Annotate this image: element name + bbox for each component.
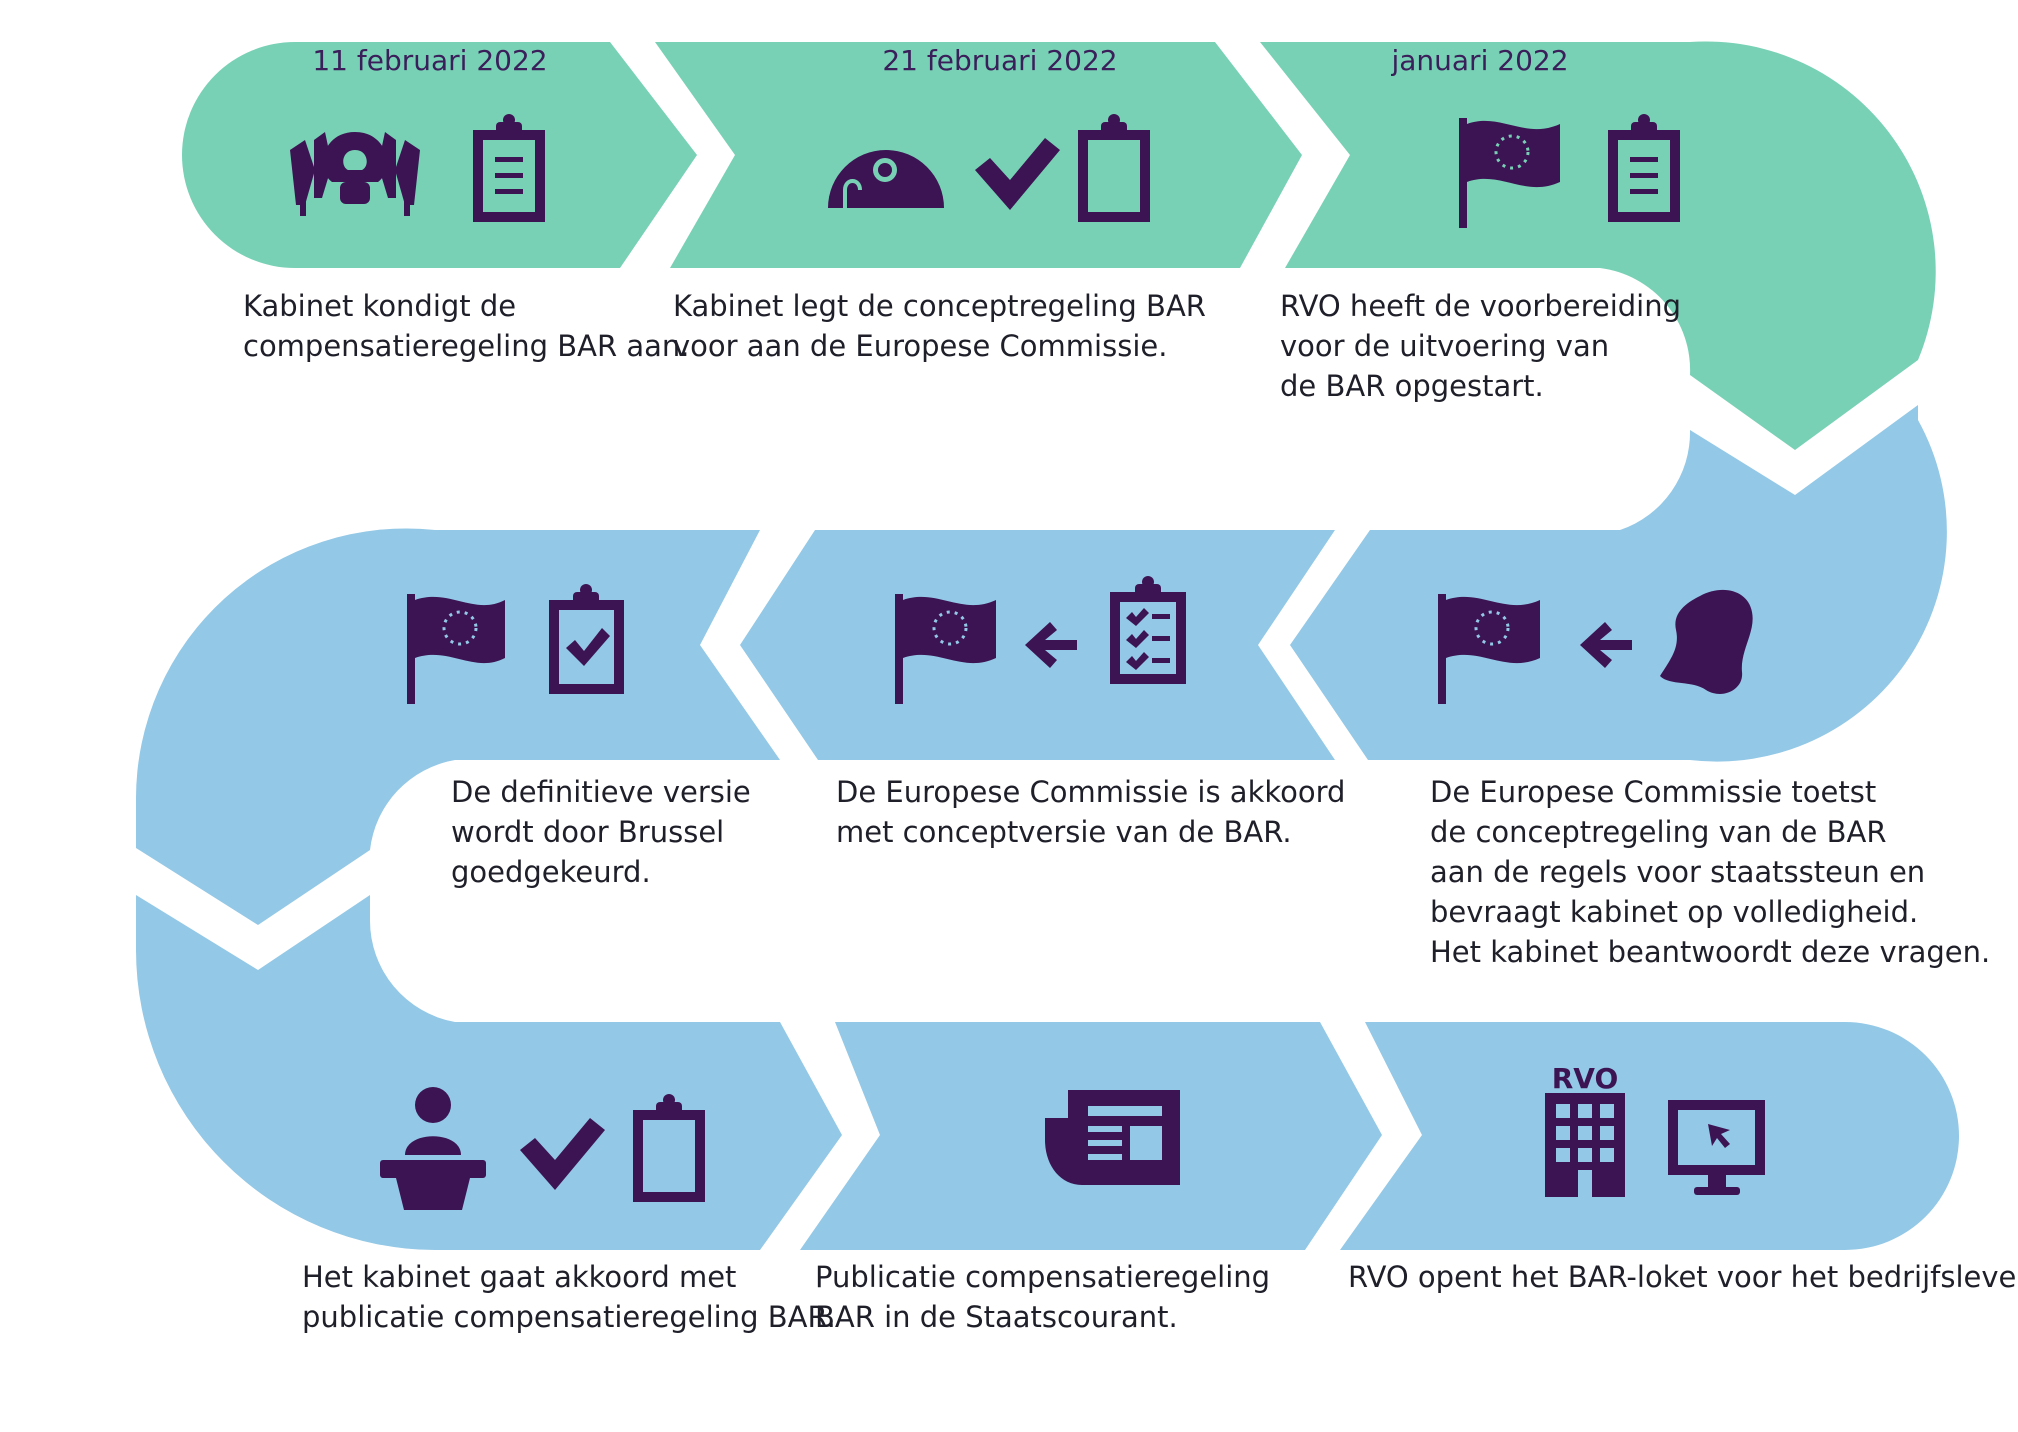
- caption-line: BAR in de Staatscourant.: [815, 1300, 1178, 1334]
- step-6-caption: De definitieve versie wordt door Brussel…: [451, 772, 751, 892]
- caption-line: Het kabinet beantwoordt deze vragen.: [1430, 935, 1991, 969]
- caption-line: De Europese Commissie toetst: [1430, 775, 1877, 809]
- caption-line: Publicatie compensatieregeling: [815, 1260, 1271, 1294]
- step-7-segment: [136, 895, 842, 1250]
- caption-line: aan de regels voor staatssteun en: [1430, 855, 1926, 889]
- caption-line: de BAR opgestart.: [1280, 369, 1544, 403]
- caption-line: De definitieve versie: [451, 775, 751, 809]
- step-3-segment: [1260, 41, 1936, 451]
- netherlands-map-icon: [1660, 589, 1753, 694]
- step-3-date: januari 2022: [1391, 44, 1569, 77]
- caption-line: de conceptregeling van de BAR: [1430, 815, 1887, 849]
- checklist-icon: [1110, 576, 1186, 684]
- step-2-date: 21 februari 2022: [882, 44, 1118, 77]
- caption-line: goedgekeurd.: [451, 855, 651, 889]
- step-1-date: 11 februari 2022: [312, 44, 548, 77]
- step-8-caption: Publicatie compensatieregeling BAR in de…: [815, 1257, 1270, 1337]
- checkmark-icon: [520, 1118, 605, 1190]
- step-7-caption: Het kabinet gaat akkoord met publicatie …: [302, 1257, 836, 1337]
- step-5-caption: De Europese Commissie is akkoord met con…: [836, 772, 1345, 852]
- caption-line: Kabinet legt de conceptregeling BAR: [673, 289, 1206, 323]
- caption-line: voor de uitvoering van: [1280, 329, 1610, 363]
- arrow-left-icon: [1580, 622, 1632, 668]
- caption-line: RVO opent het BAR-loket voor het bedrijf…: [1348, 1260, 2018, 1294]
- rvo-building-label: RVO: [1552, 1062, 1619, 1095]
- arrow-left-icon: [1025, 622, 1077, 668]
- step-9-segment: [1340, 1022, 1959, 1250]
- caption-line: De Europese Commissie is akkoord: [836, 775, 1346, 809]
- step-1-caption: Kabinet kondigt de compensatieregeling B…: [243, 286, 689, 366]
- caption-line: RVO heeft de voorbereiding: [1280, 289, 1682, 323]
- clipboard-icon: [1078, 114, 1150, 222]
- rvo-building-icon: [1545, 1093, 1625, 1197]
- eu-flag-icon: [407, 594, 505, 704]
- step-9-caption: RVO opent het BAR-loket voor het bedrijf…: [1348, 1257, 2018, 1297]
- newspaper-icon: [1045, 1090, 1180, 1185]
- step-3-caption: RVO heeft de voorbereiding voor de uitvo…: [1280, 286, 1681, 406]
- caption-line: wordt door Brussel: [451, 815, 725, 849]
- caption-line: publicatie compensatieregeling BAR.: [302, 1300, 836, 1334]
- eu-flag-icon: [895, 594, 996, 704]
- clipboard-icon: [633, 1094, 705, 1202]
- caption-line: met conceptversie van de BAR.: [836, 815, 1292, 849]
- computer-monitor-icon: [1668, 1100, 1765, 1195]
- checkmark-icon: [975, 138, 1060, 210]
- caption-line: Het kabinet gaat akkoord met: [302, 1260, 737, 1294]
- step-4-segment: [1290, 405, 1947, 762]
- caption-line: bevraagt kabinet op volledigheid.: [1430, 895, 1919, 929]
- step-4-caption: De Europese Commissie toetst de conceptr…: [1430, 772, 1990, 972]
- eu-flag-icon: [1438, 594, 1540, 704]
- clipboard-icon: [473, 114, 545, 222]
- clipboard-check-icon: [549, 584, 624, 694]
- step-1-segment: [182, 42, 697, 268]
- speaker-podium-icon: [380, 1087, 486, 1210]
- parliament-dome-icon: [828, 150, 944, 208]
- step-2-caption: Kabinet legt de conceptregeling BAR voor…: [673, 286, 1206, 366]
- eu-flag-icon: [1459, 118, 1560, 228]
- caption-line: Kabinet kondigt de: [243, 289, 517, 323]
- caption-line: voor aan de Europese Commissie.: [673, 329, 1168, 363]
- clipboard-icon: [1608, 114, 1680, 222]
- caption-line: compensatieregeling BAR aan.: [243, 329, 690, 363]
- conference-seats-icon: [290, 132, 420, 216]
